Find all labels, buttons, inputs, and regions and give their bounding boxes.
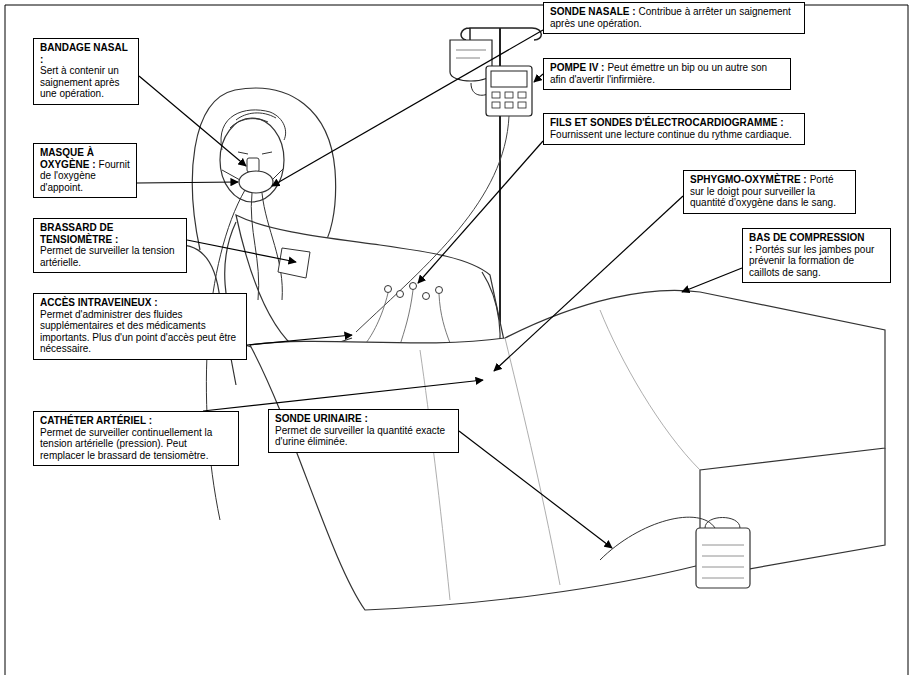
callout-text: Fournissent une lecture continue du ryth… [550, 129, 798, 141]
callout-text: Permet de surveiller continuellement la … [40, 427, 232, 462]
callout-heading: BRASSARD DE TENSIOMÈTRE : [40, 222, 180, 245]
leader-line [494, 196, 683, 371]
callout-heading: CATHÉTER ARTÉRIEL : [40, 415, 232, 427]
leader-line [534, 74, 543, 82]
urine-bag-marks [702, 545, 744, 578]
bp-cuff [278, 248, 310, 278]
callout-box: BRASSARD DE TENSIOMÈTRE :Permet de surve… [33, 218, 187, 273]
hair [221, 110, 286, 150]
callout-box: BAS DE COMPRESSION :Portés sur les jambe… [742, 228, 891, 283]
torso [236, 215, 505, 352]
callout-text: Sert à contenir un saignement après une … [40, 65, 132, 100]
leader-line [139, 76, 246, 166]
callout-heading: FILS ET SONDES D'ÉLECTROCARDIOGRAMME : [550, 117, 798, 129]
callout-box: FILS ET SONDES D'ÉLECTROCARDIOGRAMME :Fo… [543, 113, 805, 145]
ecg-wires [366, 290, 450, 345]
callout-box: POMPE IV :Peut émettre un bip ou un autr… [543, 58, 791, 90]
leader-line [272, 30, 543, 186]
callout-box: ACCÈS INTRAVEINEUX :Permet d'administrer… [33, 293, 247, 360]
iv-line [356, 116, 509, 332]
callout-text: Permet de surveiller la quantité exacte … [275, 425, 452, 448]
iv-bag-marks [456, 50, 486, 58]
pump-screen [491, 71, 527, 87]
callout-heading: BANDAGE NASAL : [40, 42, 132, 65]
callout-box: SONDE URINAIRE :Permet de surveiller la … [268, 409, 459, 453]
pump-buttons [492, 92, 526, 108]
sheet-folds [420, 310, 700, 600]
urine-bag-hanger [705, 518, 740, 529]
leader-line [203, 380, 483, 411]
eyes [238, 152, 272, 154]
callout-heading: SONDE NASALE : [550, 6, 636, 17]
iv-pump [486, 66, 532, 116]
nasal-bandage [247, 158, 259, 172]
bed-sheet [250, 290, 885, 610]
callout-heading: ACCÈS INTRAVEINEUX : [40, 297, 240, 309]
leader-line [137, 182, 238, 183]
leader-line [187, 240, 296, 262]
urine-bag [696, 528, 750, 588]
callout-heading: MASQUE À OXYGÈNE : [40, 147, 96, 170]
ecg-electrodes [385, 283, 443, 300]
leader-line [682, 268, 742, 292]
callout-box: SONDE NASALE :Contribue à arrêter un sai… [543, 2, 805, 34]
head [220, 118, 284, 202]
callout-heading: POMPE IV : [550, 62, 604, 73]
leader-line [247, 335, 352, 345]
callout-heading: SPHYGMO-OXYMÈTRE : [690, 174, 807, 185]
callout-box: CATHÉTER ARTÉRIEL :Permet de surveiller … [33, 411, 239, 466]
frame [5, 5, 908, 675]
callout-box: BANDAGE NASAL :Sert à contenir un saigne… [33, 38, 139, 105]
callout-heading: SONDE URINAIRE : [275, 413, 452, 425]
leader-line [459, 431, 612, 548]
leader-line [418, 141, 543, 283]
oxygen-mask [239, 171, 273, 193]
callout-text: Permet d'administrer des fluides supplém… [40, 309, 240, 355]
callout-box: SPHYGMO-OXYMÈTRE :Porté sur le doigt pou… [683, 170, 856, 214]
callout-text: Permet de surveiller la tension artériel… [40, 245, 180, 268]
callout-box: MASQUE À OXYGÈNE :Fournit de l'oxygène d… [33, 143, 137, 198]
callout-text: Portés sur les jambes pour prévenir la f… [749, 244, 874, 278]
